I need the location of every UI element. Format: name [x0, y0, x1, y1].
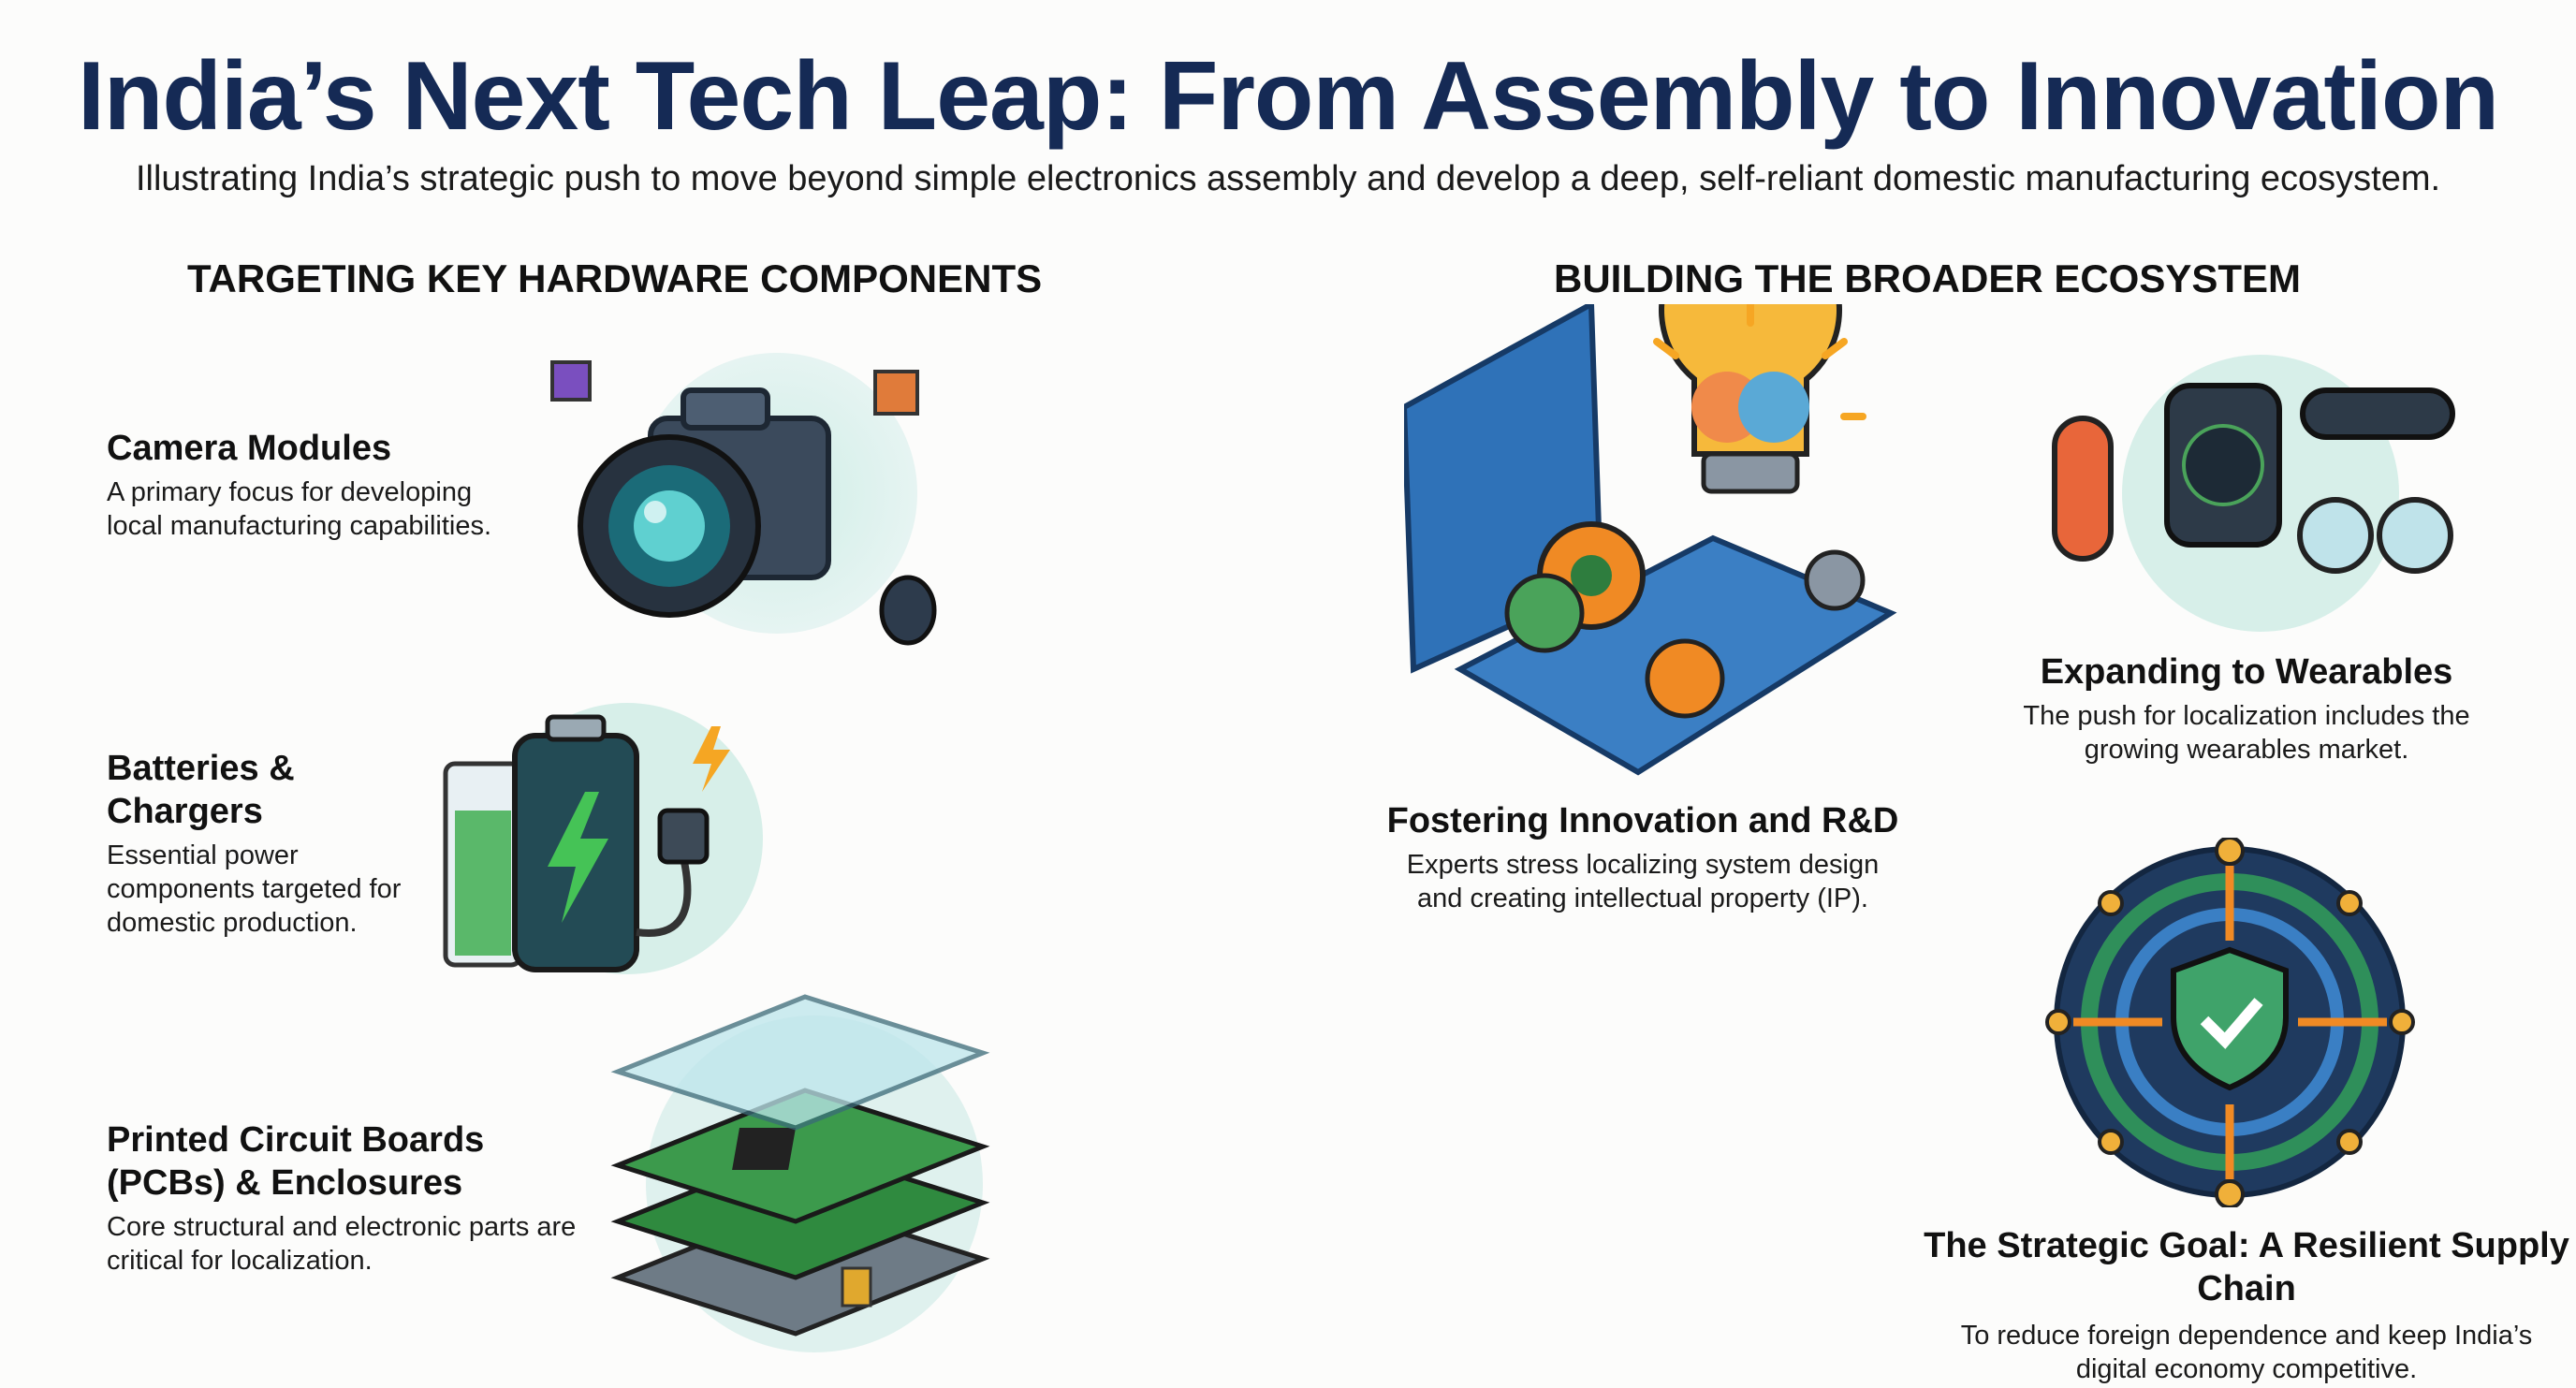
supply-chain-title: The Strategic Goal: A Resilient Supply C…	[1924, 1226, 2569, 1308]
wearables-title: Expanding to Wearables	[2040, 652, 2453, 692]
batteries-title: Batteries & Chargers	[107, 749, 295, 831]
camera-modules-desc: A primary focus for developing local man…	[107, 477, 492, 541]
innovation-desc: Experts stress localizing system design …	[1406, 850, 1880, 913]
shield-icon	[2045, 838, 2415, 1207]
battery-icon	[443, 703, 763, 974]
pcb-title: Printed Circuit Boards (PCBs) & Enclosur…	[107, 1120, 485, 1203]
supply-chain-desc: To reduce foreign dependence and keep In…	[1960, 1321, 2533, 1384]
batteries-desc: Essential power components targeted for …	[107, 840, 402, 938]
wearables-desc: The push for localization includes the g…	[2023, 701, 2470, 765]
camera-icon	[550, 353, 937, 646]
page-title: India’s Next Tech Leap: From Assembly to…	[77, 42, 2499, 151]
right-section-heading: BUILDING THE BROADER ECOSYSTEM	[1554, 256, 2302, 300]
innovation-title: Fostering Innovation and R&D	[1386, 801, 1899, 840]
pcb-icon	[610, 994, 990, 1352]
pcb-desc: Core structural and electronic parts are…	[107, 1212, 577, 1276]
lightbulb-icon	[1404, 304, 1897, 776]
camera-modules-title: Camera Modules	[107, 429, 392, 468]
page-subtitle: Illustrating India’s strategic push to m…	[135, 159, 2441, 198]
wearables-icon	[2052, 355, 2455, 632]
left-section-heading: TARGETING KEY HARDWARE COMPONENTS	[187, 256, 1043, 300]
